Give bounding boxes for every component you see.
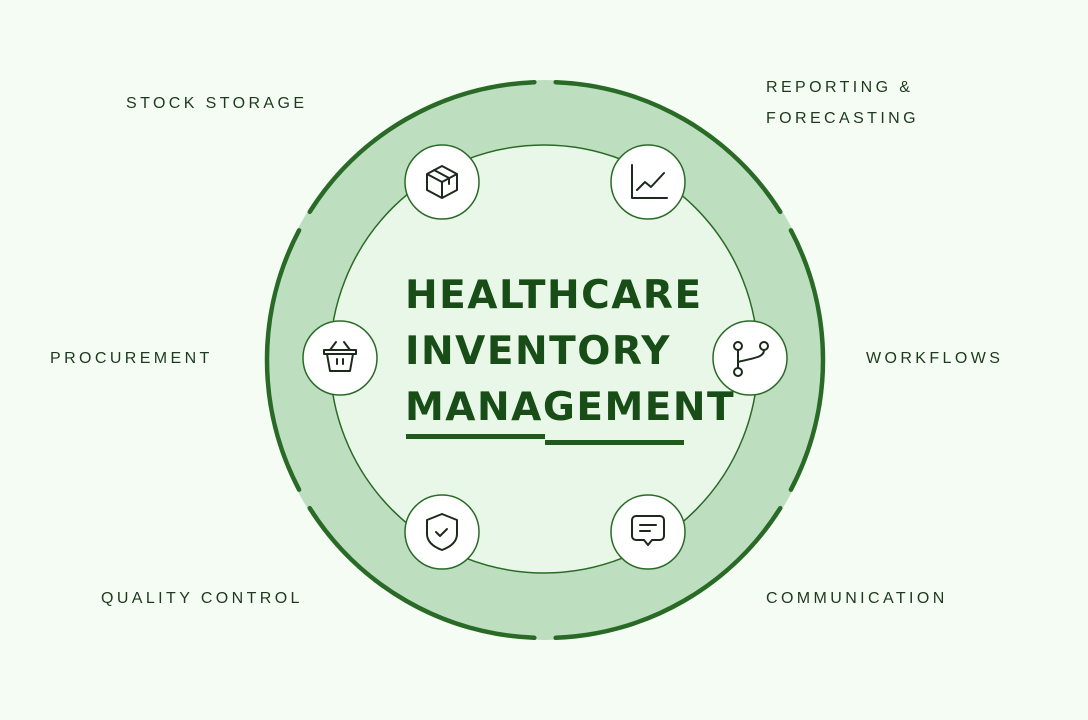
label-reporting-line-2: FORECASTING	[766, 110, 919, 127]
label-workflows: WORKFLOWS	[866, 350, 1004, 367]
node-communication[interactable]	[610, 494, 686, 570]
outer-ring-arcs	[264, 79, 826, 641]
git-branch-icon	[733, 341, 769, 377]
node-procurement[interactable]	[302, 320, 378, 396]
title-underline-left	[406, 434, 545, 439]
outer-ring-arc	[553, 79, 783, 215]
node-quality-control[interactable]	[404, 494, 480, 570]
title-line-1: HEALTHCARE	[405, 273, 703, 318]
outer-ring-arc	[553, 505, 783, 641]
label-stock-storage: STOCK STORAGE	[126, 95, 308, 112]
outer-ring-arc	[307, 505, 537, 641]
label-procurement: PROCUREMENT	[50, 350, 213, 367]
node-stock-storage[interactable]	[404, 144, 480, 220]
outer-ring-arc	[788, 228, 826, 492]
line-chart-icon	[631, 164, 668, 199]
node-workflows[interactable]	[712, 320, 788, 396]
node-reporting-forecasting[interactable]	[610, 144, 686, 220]
shield-check-icon	[426, 513, 458, 551]
message-icon	[631, 515, 665, 546]
outer-ring-arc	[264, 228, 302, 492]
diagram-title: HEALTHCARE INVENTORY MANAGEMENT	[405, 268, 735, 436]
label-reporting-line-1: REPORTING &	[766, 79, 914, 96]
package-icon	[426, 165, 458, 199]
title-line-3: MANAGEMENT	[405, 385, 736, 430]
label-reporting-forecasting: REPORTING & FORECASTING	[766, 72, 919, 134]
title-underline-right	[545, 440, 684, 445]
basket-icon	[323, 341, 357, 372]
outer-ring-arc	[307, 79, 537, 215]
title-line-2: INVENTORY	[405, 329, 672, 374]
label-communication: COMMUNICATION	[766, 590, 948, 607]
label-quality-control: QUALITY CONTROL	[101, 590, 303, 607]
